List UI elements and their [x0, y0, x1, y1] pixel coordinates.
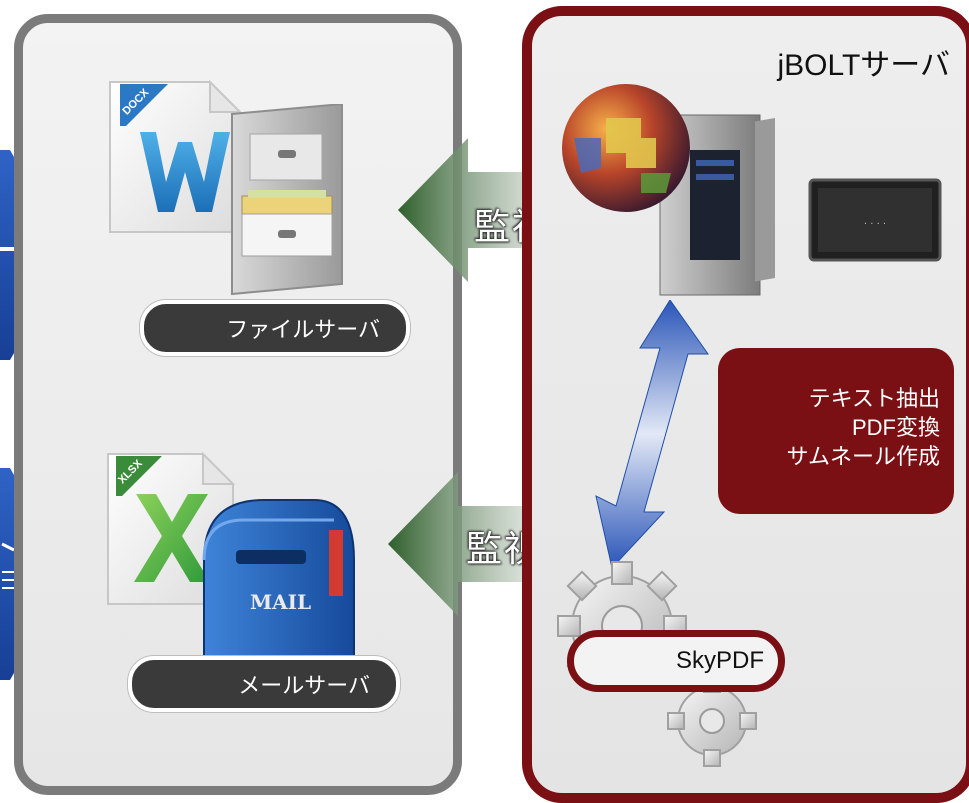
puzzle-globe-icon [562, 84, 690, 212]
bidirectional-arrow [595, 300, 709, 570]
jbolt-server-title: jBOLTサーバ [777, 49, 951, 82]
svg-text:. . . .: . . . . [864, 216, 886, 227]
server-icon: . . . . [659, 114, 942, 296]
watch-arrow-bottom [388, 472, 558, 616]
mail-server-label: メールサーバ [128, 656, 400, 712]
mailbox-text: MAIL [250, 590, 312, 614]
process-thumbnail-creation: サムネール作成 [786, 444, 940, 469]
processing-functions-box: テキスト抽出 PDF変換 サムネール作成 [718, 348, 954, 514]
filing-cabinet-icon [231, 104, 343, 296]
mailbox-icon [202, 499, 355, 663]
skypdf-label: SkyPDF [567, 630, 785, 692]
process-text-extraction: テキスト抽出 [808, 386, 940, 411]
file-server-label: ファイルサーバ [140, 300, 410, 356]
process-pdf-conversion: PDF変換 [851, 415, 940, 440]
word-document-icon [109, 79, 243, 233]
